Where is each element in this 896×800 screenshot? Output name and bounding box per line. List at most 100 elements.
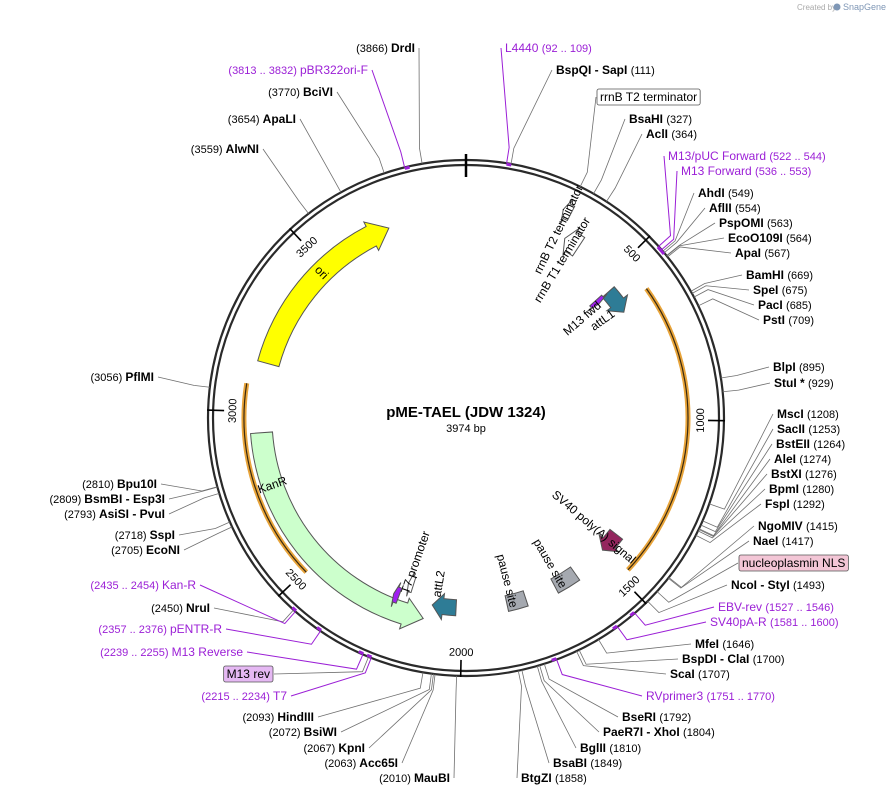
restriction-site-label: (3056) PflMI xyxy=(90,370,154,384)
ruler-tick xyxy=(207,409,225,412)
leader-line xyxy=(690,274,743,292)
feature-arrow xyxy=(431,592,458,621)
primer-mark xyxy=(659,249,666,256)
restriction-site-label: StuI * (929) xyxy=(774,376,834,390)
site-labels: (3866) DrdI(3770) BciVI(3654) ApaLI(3559… xyxy=(49,41,849,785)
leader-line xyxy=(453,675,458,779)
primer-mark xyxy=(291,606,298,612)
leader-line xyxy=(697,488,766,539)
restriction-site-label: BspQI - SapI (111) xyxy=(556,63,655,77)
highlight-arcs xyxy=(241,287,691,574)
primer-label: L4440 (92 .. 109) xyxy=(505,41,592,55)
primer-mark xyxy=(506,162,512,167)
leader-line xyxy=(539,665,600,733)
snapgene-logo-icon xyxy=(833,3,841,11)
orf-arc xyxy=(626,287,691,572)
primer-mark xyxy=(612,624,618,631)
feature-callout-label: M13 rev xyxy=(227,667,270,681)
leader-line xyxy=(720,366,770,379)
feature-callout-box xyxy=(738,554,849,572)
primer-label: (2239 .. 2255) M13 Reverse xyxy=(100,645,243,659)
leader-line xyxy=(656,562,739,603)
orf-arc-core xyxy=(243,383,307,573)
feature-label: pause site xyxy=(530,536,570,591)
leader-line xyxy=(368,673,434,749)
restriction-site-label: (2810) Bpu10I xyxy=(82,477,157,491)
restriction-site-label: FspI (1292) xyxy=(765,497,825,511)
restriction-site-label: (2093) HindIII xyxy=(242,710,314,724)
feature-arrow xyxy=(250,431,424,630)
leader-line xyxy=(157,376,210,388)
restriction-site-label: PstI (709) xyxy=(763,313,814,327)
restriction-site-label: (2718) SspI xyxy=(115,528,175,542)
leader-line xyxy=(658,155,672,247)
restriction-site-label: AhdI (549) xyxy=(698,186,754,200)
restriction-site-label: BstEII (1264) xyxy=(776,437,845,451)
restriction-site-label: EcoO109I (564) xyxy=(728,231,812,245)
feature-label: T7 promoter xyxy=(398,529,433,595)
restriction-site-label: BsaHI (327) xyxy=(629,112,692,126)
restriction-site-label: AleI (1274) xyxy=(774,452,831,466)
primer-mark xyxy=(404,165,410,170)
restriction-site-label: BsaBI (1849) xyxy=(553,756,622,770)
restriction-site-label: MscI (1208) xyxy=(777,407,839,421)
leader-line xyxy=(521,669,550,764)
restriction-site-label: (3866) DrdI xyxy=(356,41,415,55)
leader-line xyxy=(606,133,643,202)
feature-arrow xyxy=(560,199,576,224)
ruler-tick xyxy=(277,584,292,597)
restriction-site-label: PacI (685) xyxy=(758,298,812,312)
leader-line xyxy=(183,526,233,551)
leader-line xyxy=(702,428,774,528)
primer-label: SV40pA-R (1581 .. 1600) xyxy=(710,615,839,629)
restriction-site-label: BstXI (1276) xyxy=(771,467,837,481)
restriction-site-label: (2072) BsiWI xyxy=(269,725,337,739)
leader-line xyxy=(634,606,715,626)
leader-line xyxy=(698,298,760,321)
feature-arrow xyxy=(562,227,586,257)
restriction-site-label: NaeI (1417) xyxy=(753,534,813,548)
leader-line xyxy=(593,118,626,194)
primer-label: (3813 .. 3832) pBR322ori-F xyxy=(228,63,368,77)
feature-arrow xyxy=(550,566,581,594)
primer-mark xyxy=(358,650,364,655)
restriction-site-label: (2705) EcoNI xyxy=(111,543,180,557)
restriction-site-label: (2010) MauBI xyxy=(379,771,450,785)
leader-line xyxy=(662,192,695,252)
leader-line xyxy=(668,540,750,589)
leader-line xyxy=(709,413,774,510)
restriction-site-label: AclI (364) xyxy=(646,127,697,141)
leader-line xyxy=(598,639,692,654)
restriction-site-label: (2067) KpnI xyxy=(303,741,365,755)
plasmid-size: 3974 bp xyxy=(446,423,486,435)
restriction-site-label: PspOMI (563) xyxy=(719,216,793,230)
restriction-site-label: BamHI (669) xyxy=(746,268,813,282)
leader-line xyxy=(178,521,231,536)
tick-label: 3000 xyxy=(227,398,240,423)
restriction-site-label: ApaI (567) xyxy=(735,246,790,260)
feature-callout-box xyxy=(596,88,701,106)
feature-arrow xyxy=(390,582,403,607)
leader-line xyxy=(617,621,707,641)
leader-line xyxy=(500,47,510,164)
restriction-site-label: BseRI (1792) xyxy=(622,710,691,724)
restriction-site-label: BglII (1810) xyxy=(580,741,641,755)
feature-callout-label: rrnB T2 terminator xyxy=(600,90,697,104)
leader-line xyxy=(693,289,755,306)
restriction-site-label: AflII (554) xyxy=(709,201,761,215)
leader-line xyxy=(340,673,432,733)
primer-label: RVprimer3 (1751 .. 1770) xyxy=(646,689,775,703)
leader-line xyxy=(516,670,522,779)
primer-label: EBV-rev (1527 .. 1546) xyxy=(718,600,834,614)
feature-label: pause site xyxy=(494,553,521,610)
restriction-site-label: (2793) AsiSI - PvuI xyxy=(64,507,165,521)
primer-label: M13 Forward (536 .. 553) xyxy=(681,164,811,178)
restriction-site-label: (2450) NruI xyxy=(151,601,210,615)
restriction-site-label: PaeR7I - XhoI (1804) xyxy=(603,725,715,739)
leader-line xyxy=(168,486,218,500)
feature-arrow xyxy=(406,571,417,597)
tick-label: 1000 xyxy=(695,408,707,433)
restriction-site-label: (2063) Acc65I xyxy=(324,756,398,770)
leader-line xyxy=(578,649,679,665)
